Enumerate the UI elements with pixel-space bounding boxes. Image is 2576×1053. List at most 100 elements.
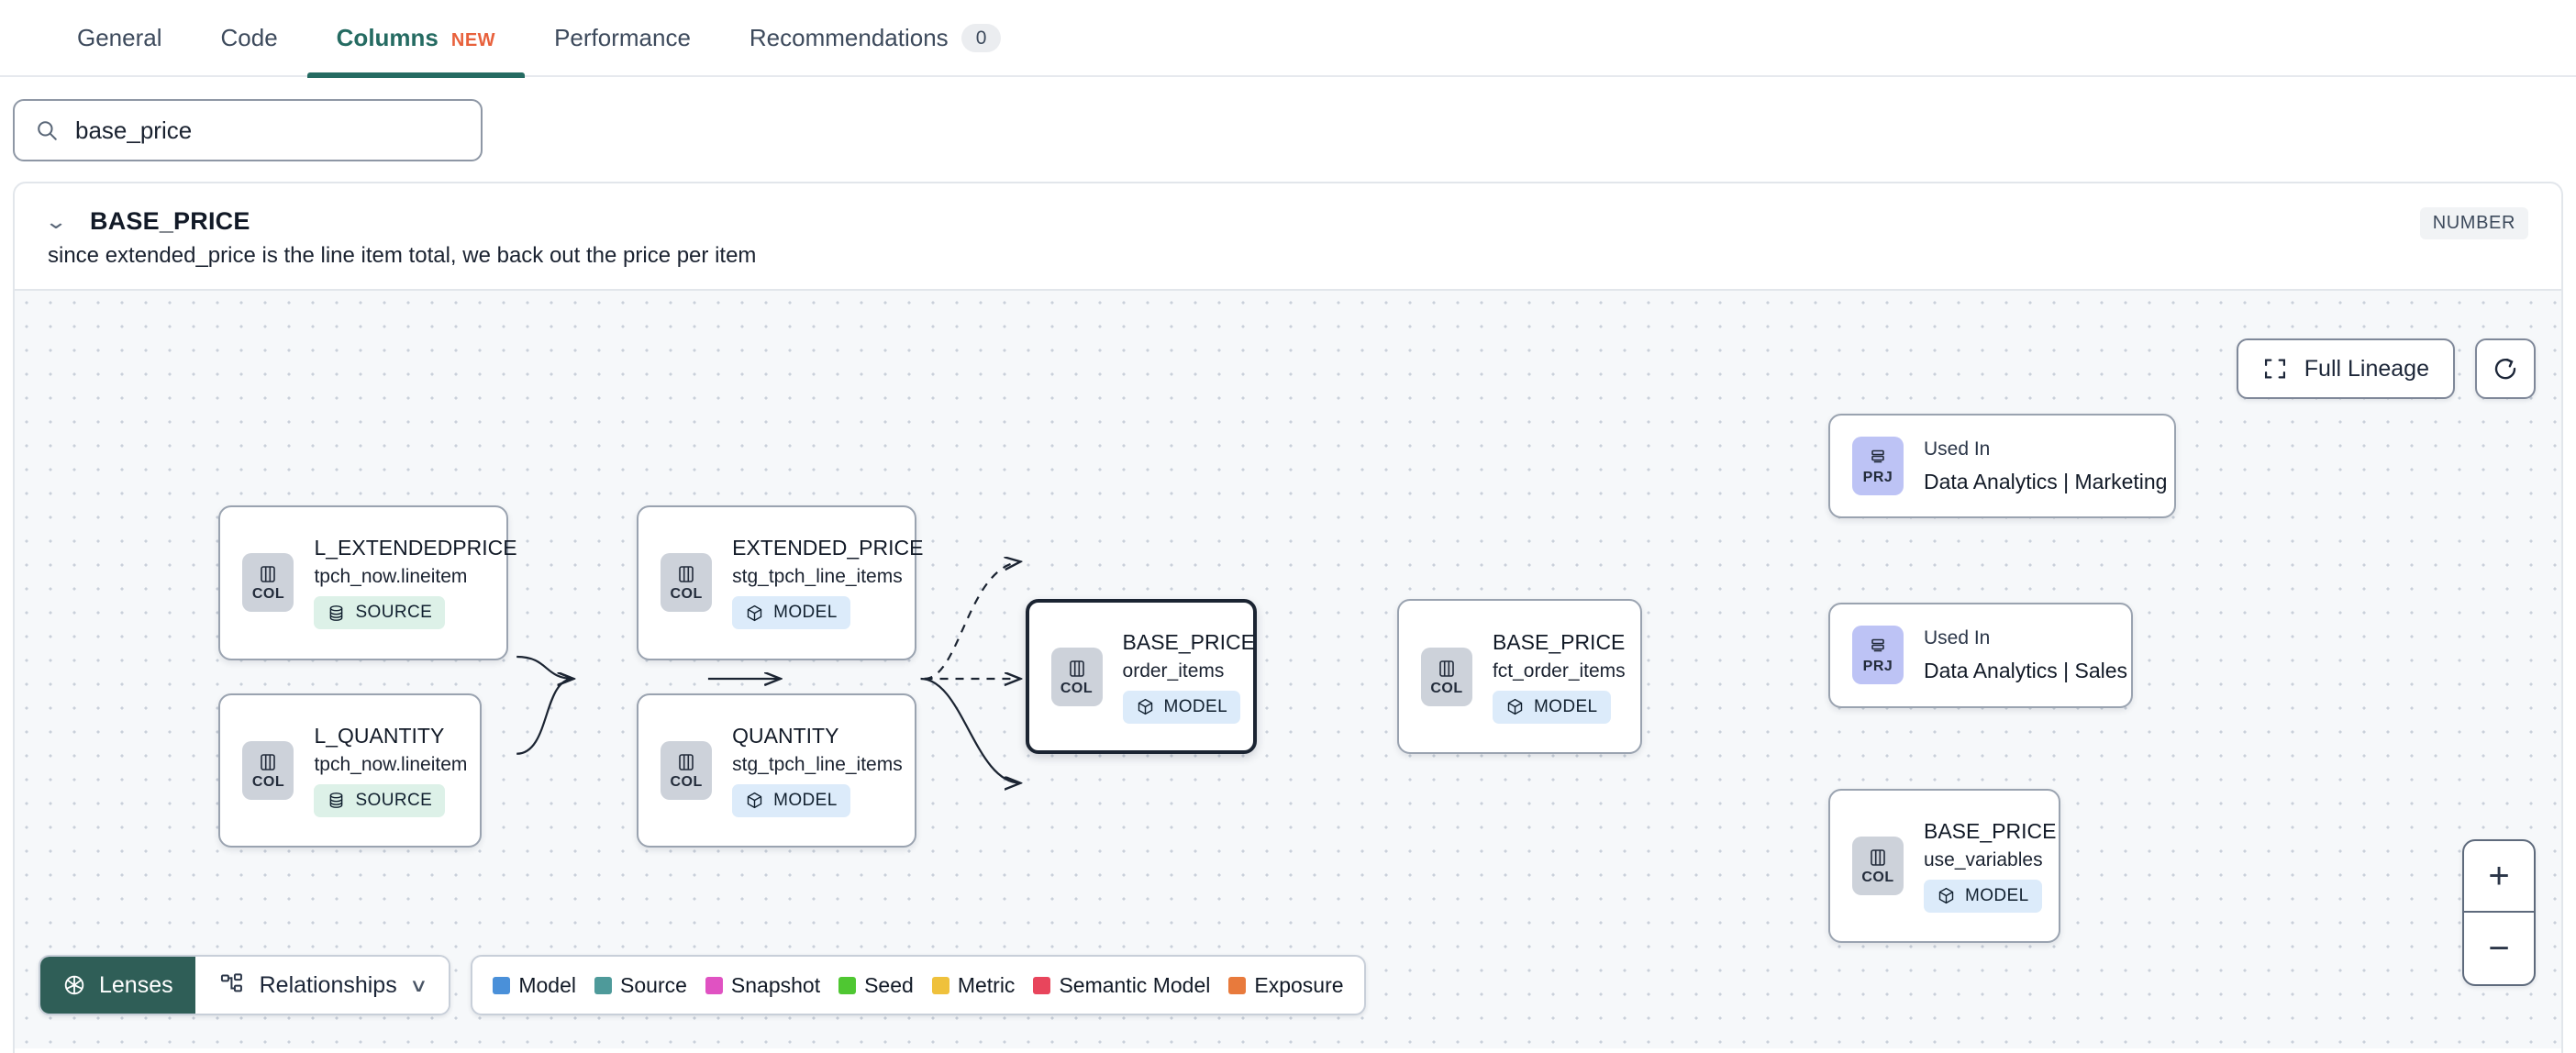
column-icon (257, 563, 279, 585)
lineage-node-base_price_use_variables[interactable]: COL BASE_PRICE use_variables MODEL (1827, 788, 2060, 944)
legend-item-metric[interactable]: Metric (931, 972, 1016, 998)
legend-item-model[interactable]: Model (493, 973, 576, 998)
node-tag-label: MODEL (773, 603, 838, 623)
node-body: Used In Data Analytics | Sales (1924, 627, 2127, 683)
column-card: ⌄ BASE_PRICE NUMBER since extended_price… (13, 182, 2563, 1053)
tab-label: General (77, 24, 162, 51)
legend-swatch (1228, 976, 1247, 994)
tab-label: Performance (554, 24, 691, 51)
database-icon (327, 604, 346, 623)
node-body: EXTENDED_PRICE stg_tpch_line_items MODEL (732, 536, 923, 630)
node-title: L_EXTENDEDPRICE (314, 536, 517, 560)
tab-performance[interactable]: Performance (525, 0, 720, 76)
node-badge-label: COL (251, 586, 285, 603)
node-type-badge: COL (1050, 647, 1103, 706)
lenses-group: Lenses Relationships ∨ (39, 955, 451, 1015)
legend-item-exposure[interactable]: Exposure (1228, 973, 1344, 998)
node-type-badge: COL (1851, 836, 1904, 895)
lineage-node-quantity[interactable]: COL QUANTITY stg_tpch_line_items MODEL (637, 693, 917, 848)
search-box[interactable] (13, 99, 483, 161)
cube-icon (745, 791, 764, 810)
node-body: L_EXTENDEDPRICE tpch_now.lineitem SOURCE (314, 536, 517, 630)
node-body: BASE_PRICE use_variables MODEL (1923, 819, 2056, 913)
node-badge-label: COL (1430, 680, 1463, 696)
node-materialization-tag: MODEL (732, 596, 850, 630)
node-tag-label: SOURCE (355, 603, 433, 623)
cube-icon (1937, 886, 1956, 905)
node-tag-label: MODEL (773, 790, 838, 810)
legend-swatch (1033, 976, 1051, 994)
lineage-edges (275, 291, 2561, 1048)
lenses-label: Lenses (99, 971, 173, 998)
full-lineage-button[interactable]: Full Lineage (2236, 338, 2455, 399)
node-materialization-tag: MODEL (1122, 690, 1241, 724)
expand-frame-icon (2262, 356, 2288, 382)
lineage-node-prj_marketing[interactable]: PRJ Used In Data Analytics | Marketing (1827, 413, 2176, 519)
legend-label: Seed (864, 972, 914, 997)
lineage-canvas[interactable]: COL L_EXTENDEDPRICE tpch_now.lineitem SO… (15, 289, 2561, 1048)
tab-columns[interactable]: Columns NEW (306, 0, 526, 78)
legend-item-semantic-model[interactable]: Semantic Model (1033, 973, 1210, 998)
node-body: QUANTITY stg_tpch_line_items MODEL (732, 724, 903, 817)
node-subtitle: fct_order_items (1492, 660, 1626, 682)
legend-swatch (705, 976, 723, 994)
column-icon (1066, 658, 1088, 680)
node-body: BASE_PRICE fct_order_items MODEL (1492, 629, 1626, 724)
tab-code[interactable]: Code (192, 0, 307, 76)
node-title: QUANTITY (732, 723, 839, 748)
node-materialization-tag: MODEL (1492, 690, 1611, 724)
legend-swatch (594, 976, 613, 994)
tab-general[interactable]: General (48, 0, 192, 76)
lineage-node-l_quantity[interactable]: COL L_QUANTITY tpch_now.lineitem SOURCE (218, 693, 483, 848)
search-area (0, 77, 2576, 182)
legend-label: Snapshot (730, 972, 821, 997)
refresh-icon (2492, 355, 2519, 382)
cube-icon (745, 604, 764, 623)
legend-item-seed[interactable]: Seed (838, 973, 914, 998)
new-badge: NEW (450, 30, 496, 50)
node-tag-label: MODEL (1964, 885, 2029, 905)
lineage-node-base_price_fct[interactable]: COL BASE_PRICE fct_order_items MODEL (1396, 599, 1643, 754)
lineage-node-l_extendedprice[interactable]: COL L_EXTENDEDPRICE tpch_now.lineitem SO… (218, 505, 517, 660)
lineage-node-extended_price[interactable]: COL EXTENDED_PRICE stg_tpch_line_items M… (637, 505, 923, 660)
search-input[interactable] (75, 116, 461, 145)
node-materialization-tag: SOURCE (314, 596, 446, 630)
zoom-in-button[interactable]: + (2464, 841, 2534, 913)
refresh-button[interactable] (2475, 338, 2536, 399)
legend: Model Source Snapshot Seed Metric Semant… (471, 955, 1366, 1015)
legend-swatch (931, 976, 949, 994)
tab-label: Recommendations (749, 24, 949, 51)
relationships-label: Relationships (259, 971, 397, 998)
legend-label: Metric (957, 972, 1016, 997)
canvas-toolbar: Lenses Relationships ∨ (39, 955, 1366, 1015)
node-tag-label: MODEL (1533, 696, 1598, 716)
column-name: BASE_PRICE (90, 207, 250, 235)
used-in-label: Used In (1923, 626, 1991, 648)
node-subtitle: use_variables (1923, 848, 2043, 870)
relationships-button[interactable]: Relationships ∨ (194, 957, 450, 1014)
column-description: since extended_price is the line item to… (48, 243, 757, 268)
legend-item-source[interactable]: Source (594, 973, 687, 998)
node-type-badge: COL (661, 553, 713, 613)
node-tag-label: SOURCE (355, 790, 433, 810)
column-icon (1867, 847, 1889, 869)
node-materialization-tag: MODEL (732, 783, 850, 817)
column-icon (257, 751, 279, 773)
chevron-down-icon[interactable]: ⌄ (44, 209, 68, 233)
node-title: BASE_PRICE (1492, 629, 1626, 654)
tab-recommendations[interactable]: Recommendations 0 (720, 0, 1030, 76)
node-subtitle: order_items (1122, 660, 1225, 682)
aperture-icon (62, 973, 86, 997)
lenses-button[interactable]: Lenses (40, 957, 195, 1014)
legend-swatch (493, 976, 511, 994)
tab-label: Columns (336, 24, 439, 51)
zoom-controls[interactable]: + − (2462, 839, 2536, 986)
node-title: BASE_PRICE (1122, 629, 1255, 654)
legend-item-snapshot[interactable]: Snapshot (705, 973, 820, 998)
lineage-node-base_price_order_items[interactable]: COL BASE_PRICE order_items MODEL (1025, 599, 1258, 754)
lineage-node-prj_sales[interactable]: PRJ Used In Data Analytics | Sales (1827, 602, 2133, 708)
node-body: BASE_PRICE order_items MODEL (1122, 629, 1255, 724)
zoom-out-button[interactable]: − (2488, 928, 2510, 969)
project-stack-icon (1867, 447, 1889, 469)
node-badge-label: COL (1861, 869, 1894, 885)
